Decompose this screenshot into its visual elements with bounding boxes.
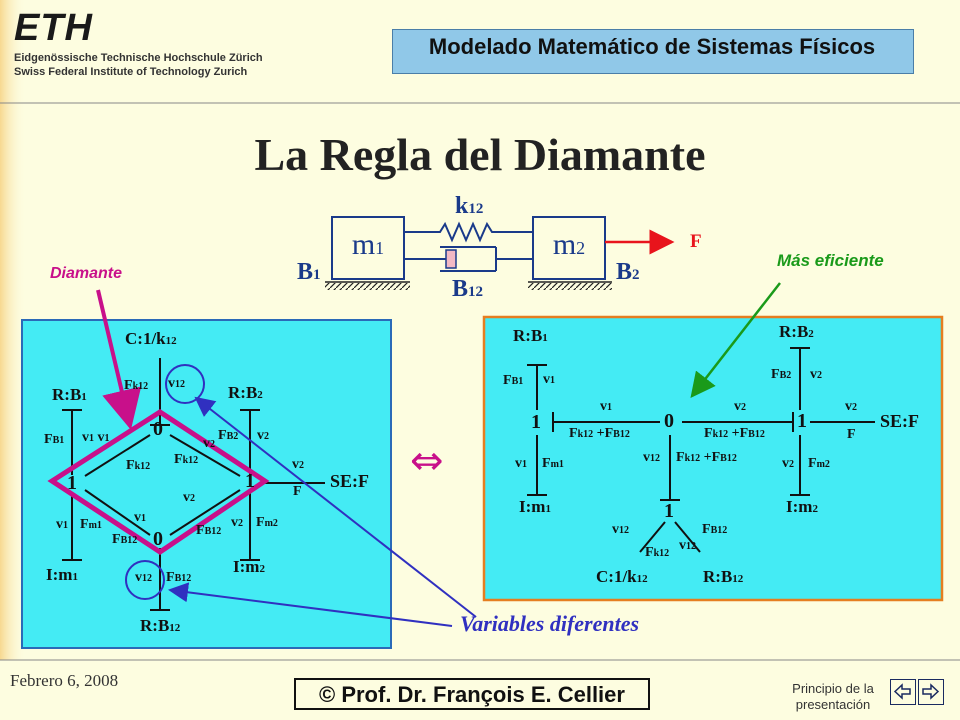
left-junction-right: 1 [245, 470, 255, 492]
diamante-label: Diamante [50, 265, 123, 282]
home-link[interactable]: Principio de la presentación [792, 681, 874, 712]
highlight-circle-bottom [125, 560, 165, 600]
left-causal-strokes [62, 409, 260, 611]
variables-diferentes-label: Variables diferentes [460, 611, 640, 636]
arrow-left-icon [893, 683, 911, 700]
arrow-mas-eficiente [690, 282, 781, 398]
right-junction-left: 1 [531, 411, 541, 433]
right-bond-lines [536, 348, 875, 553]
left-c-element: C:1/k12 [125, 329, 177, 348]
spring-label: k12 [455, 193, 484, 219]
diamond-outline [47, 409, 270, 556]
highlight-circle-top [165, 364, 205, 404]
right-se-f: SE:F [880, 411, 920, 431]
friction-2-label: B2 [616, 259, 640, 285]
previous-slide-button[interactable] [890, 679, 916, 705]
friction-1-label: B1 [297, 259, 321, 285]
eth-logo: ETH [14, 7, 93, 49]
damper-label: B12 [452, 276, 484, 302]
arrow-diamante [96, 289, 142, 430]
mechanical-diagram [325, 216, 675, 290]
right-junction-right: 1 [797, 410, 807, 432]
slide-title: La Regla del Diamante [254, 129, 706, 180]
equivalence-symbol: ⇔ [410, 438, 444, 484]
arrow-variables-top [194, 396, 477, 618]
left-r-b1: R:B1 [52, 385, 87, 404]
right-junction-center: 0 [664, 410, 674, 432]
left-r-b12: R:B12 [140, 616, 181, 635]
left-junction-left: 1 [67, 472, 77, 494]
footer-author: © Prof. Dr. François E. Cellier [319, 682, 625, 707]
institution-line-1: Eidgenössische Technische Hochschule Zür… [14, 52, 263, 64]
left-se-f: SE:F [330, 471, 370, 491]
left-junction-top: 0 [153, 418, 163, 440]
mass-2-label: m2 [552, 228, 586, 261]
arrow-variables-bottom [168, 582, 453, 627]
footer-author-box [294, 678, 650, 710]
arrow-right-icon [922, 683, 940, 700]
left-i-m2: I:m2 [233, 557, 265, 576]
right-bond-graph-panel [482, 315, 944, 602]
right-r-b2: R:B2 [779, 322, 814, 341]
right-r-b12: R:B12 [703, 567, 744, 586]
course-title-box [392, 29, 914, 74]
next-slide-button[interactable] [918, 679, 944, 705]
left-r-b2: R:B2 [228, 383, 263, 402]
mas-eficiente-label: Más eficiente [777, 251, 884, 270]
left-junction-bottom: 0 [153, 528, 163, 550]
right-c-element: C:1/k12 [596, 567, 648, 586]
mass-1-label: m1 [351, 228, 385, 261]
force-label: F [690, 231, 702, 252]
left-i-m1: I:m1 [46, 565, 78, 584]
course-title: Modelado Matemático de Sistemas Físicos [428, 34, 876, 59]
institution-line-2: Swiss Federal Institute of Technology Zu… [14, 66, 248, 78]
footer-date: Febrero 6, 2008 [10, 671, 119, 690]
right-junction-bottom: 1 [664, 500, 674, 522]
right-r-b1: R:B1 [513, 326, 548, 345]
right-causal-strokes [527, 347, 810, 501]
right-i-m2: I:m2 [786, 497, 818, 516]
right-i-m1: I:m1 [519, 497, 551, 516]
left-bond-graph-panel [21, 319, 392, 649]
